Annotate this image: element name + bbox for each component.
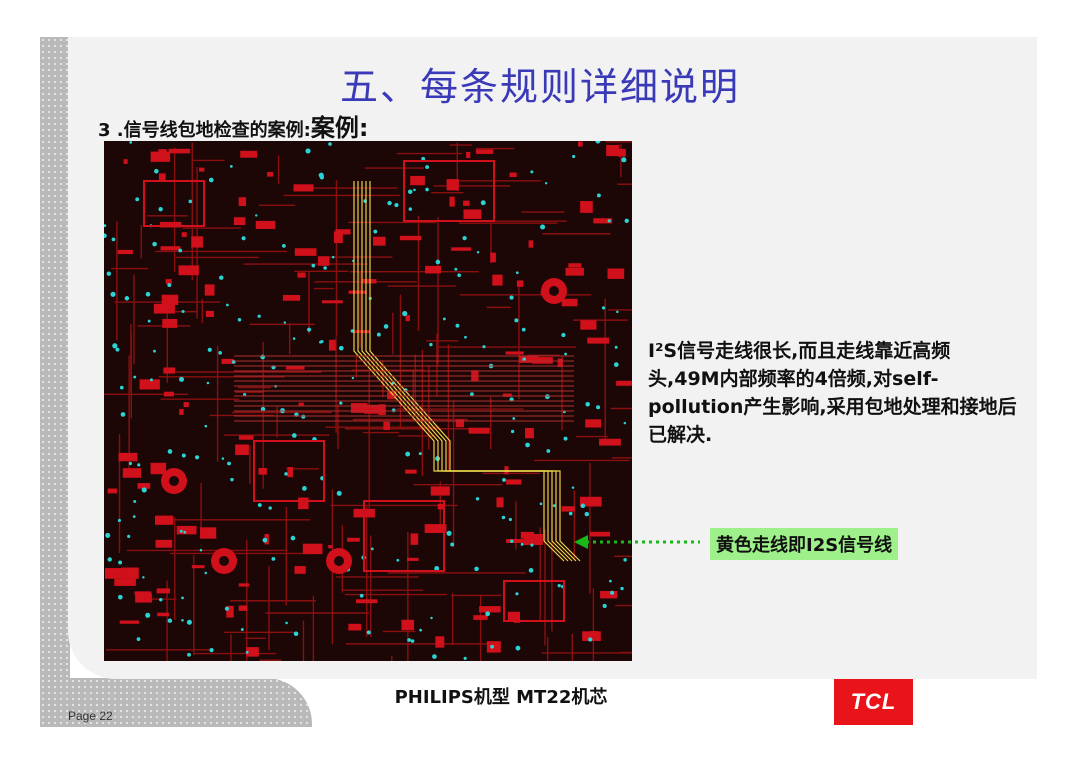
decorative-stipple-bottom <box>40 678 312 727</box>
case-heading-text: 3 .信号线包地检查的案例: <box>98 120 311 141</box>
case-heading-emphasis: 案例: <box>310 114 369 142</box>
footer-model-text: PHILIPS机型 MT22机芯 <box>394 687 608 708</box>
tcl-logo: TCL <box>834 679 913 725</box>
case-heading: 3 .信号线包地检查的案例:案例: <box>98 108 368 143</box>
slide-title: 五、每条规则详细说明 <box>339 65 740 109</box>
description-text: I²S信号走线很长,而且走线靠近高频头,49M内部频率的4倍频,对self-po… <box>648 340 1017 446</box>
decorative-stipple-left <box>40 37 70 727</box>
pcb-layout-image <box>104 141 632 661</box>
page-number: Page 22 <box>68 709 113 723</box>
callout-arrow-icon <box>574 535 700 549</box>
callout-label: 黄色走线即I2S信号线 <box>710 528 899 560</box>
